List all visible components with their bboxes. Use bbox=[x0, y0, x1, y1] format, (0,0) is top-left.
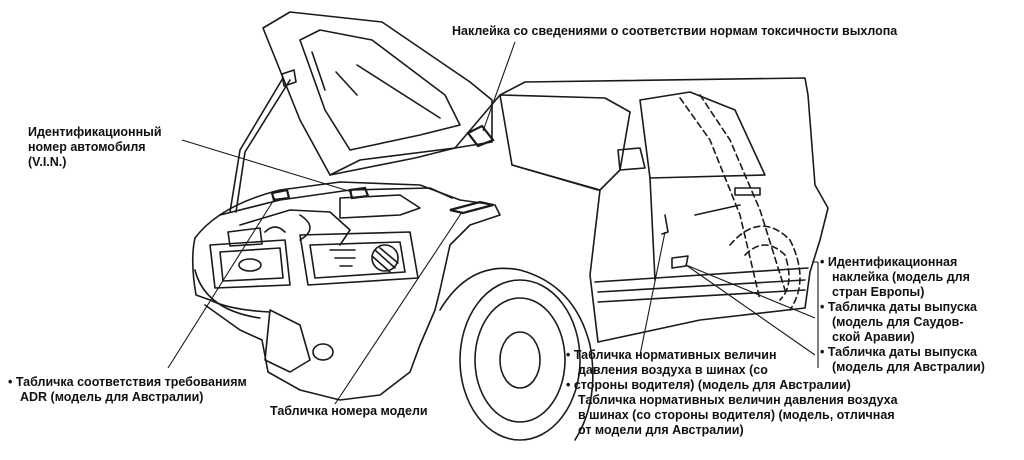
adr-line-2: ADR (модель для Австралии) bbox=[20, 390, 204, 404]
right-line-2: наклейка (модель для bbox=[832, 270, 970, 284]
right-leader-1 bbox=[685, 264, 816, 319]
tire-line-1: Табличка нормативных величин bbox=[566, 348, 898, 363]
right-line-1: Идентификационная bbox=[820, 255, 985, 270]
right-line-6: ской Аравии) bbox=[832, 330, 915, 344]
right-line-5: (модель для Саудов- bbox=[832, 315, 964, 329]
tire-label-text: Табличка нормативных величин давления во… bbox=[566, 348, 898, 438]
emission-label-patch bbox=[466, 124, 495, 148]
vin-label-text: Идентификационный номер автомобиля (V.I.… bbox=[28, 125, 162, 170]
tire-leader bbox=[639, 231, 666, 356]
side-mirror bbox=[617, 147, 646, 171]
right-leader-2 bbox=[685, 264, 816, 356]
tire-line-6: от модели для Австралии) bbox=[578, 423, 744, 437]
tire-line-3: стороны водителя) (модель для Австралии) bbox=[566, 378, 898, 393]
model-label-text: Табличка номера модели bbox=[270, 404, 428, 419]
vin-line-1: Идентификационный bbox=[28, 125, 162, 139]
open-hood bbox=[262, 11, 493, 176]
vehicle-body bbox=[329, 77, 829, 343]
adr-label-patch bbox=[270, 188, 291, 202]
model-leader bbox=[334, 211, 463, 405]
engine-bay bbox=[219, 187, 453, 247]
emission-leader bbox=[482, 41, 516, 132]
adr-line-1: Табличка соответствия требованиям bbox=[8, 375, 247, 390]
front-wheel bbox=[439, 267, 594, 441]
right-line-3: стран Европы) bbox=[832, 285, 925, 299]
vin-leader bbox=[181, 139, 353, 193]
vin-label-patch bbox=[348, 186, 370, 200]
model-label-patch bbox=[449, 200, 494, 215]
tire-line-4: Табличка нормативных величин давления во… bbox=[578, 393, 898, 407]
emission-label: Наклейка со сведениями о соответствии но… bbox=[452, 24, 898, 38]
right-line-7: Табличка даты выпуска bbox=[820, 345, 985, 360]
vin-line-3: (V.I.N.) bbox=[28, 155, 67, 169]
right-label-text: Идентификационная наклейка (модель для с… bbox=[820, 255, 985, 375]
open-door bbox=[679, 94, 801, 311]
right-line-8: (модель для Австралии) bbox=[832, 360, 985, 374]
model-label: Табличка номера модели bbox=[270, 404, 428, 418]
vin-line-2: номер автомобиля bbox=[28, 140, 146, 154]
emission-label-text: Наклейка со сведениями о соответствии но… bbox=[452, 24, 897, 39]
adr-leader bbox=[167, 197, 276, 369]
tire-line-2: давления воздуха в шинах (со bbox=[578, 363, 768, 377]
adr-label-text: Табличка соответствия требованиям ADR (м… bbox=[8, 375, 247, 405]
hood-prop-rod bbox=[229, 69, 297, 213]
right-line-4: Табличка даты выпуска bbox=[820, 300, 985, 315]
tire-line-5: в шинах (со стороны водителя) (модель, о… bbox=[578, 408, 895, 422]
